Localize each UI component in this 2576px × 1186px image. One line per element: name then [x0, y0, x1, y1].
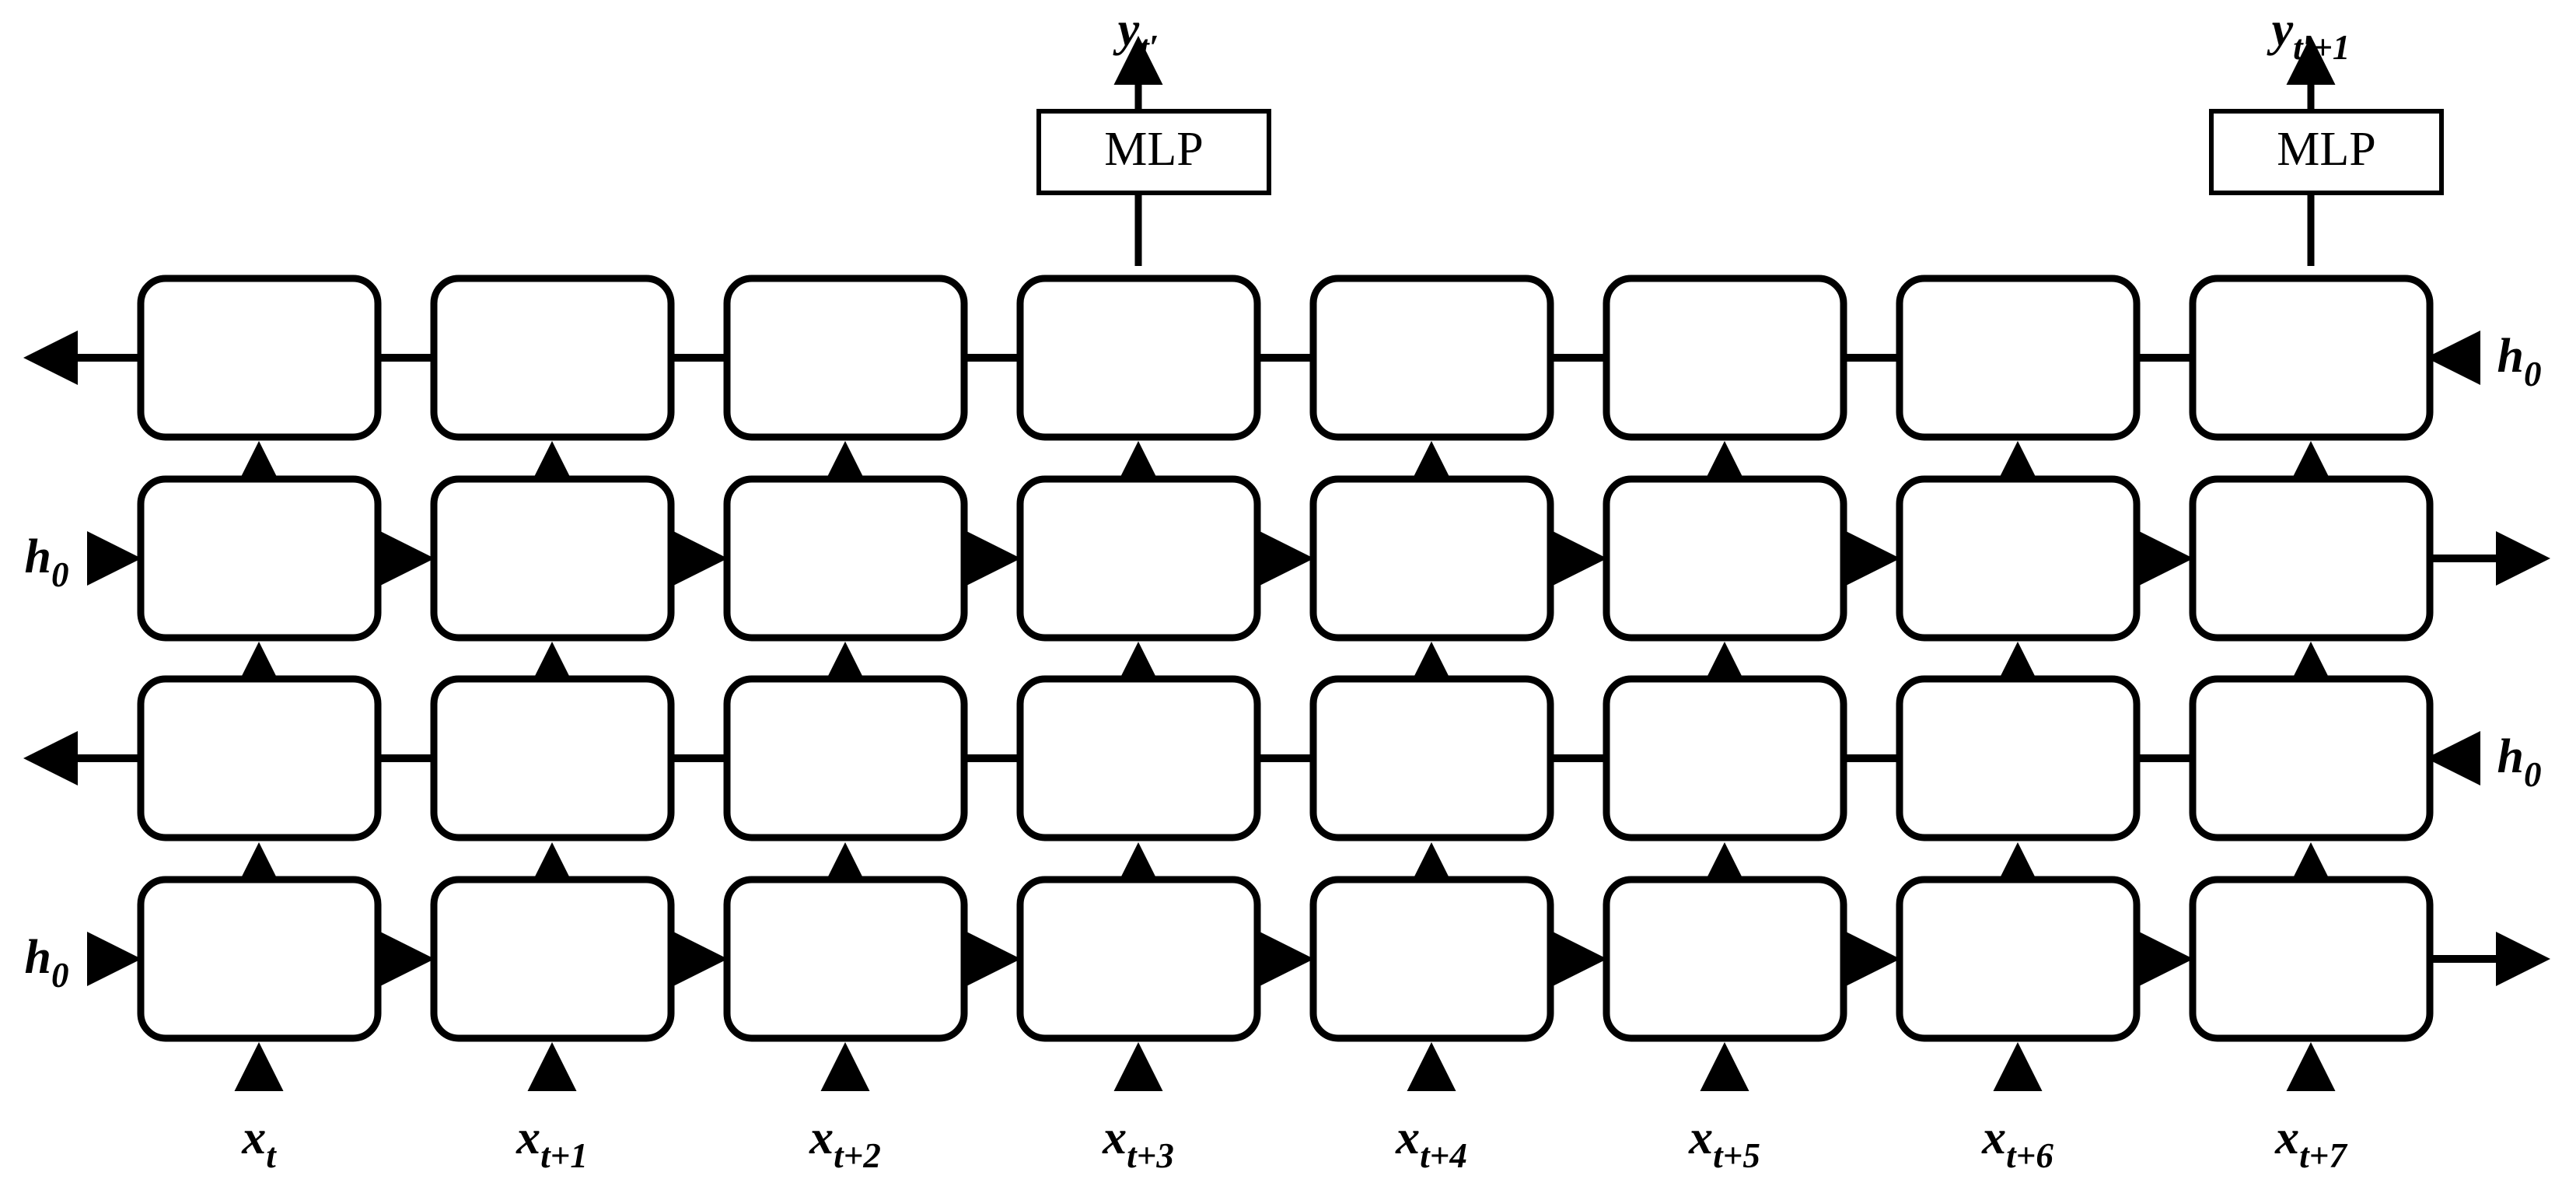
rnn-cell-l2b-c5[interactable] — [1309, 275, 1554, 441]
rnn-cell-l2b-c1[interactable] — [137, 275, 382, 441]
rnn-cell-l1f-c8[interactable] — [2189, 876, 2434, 1042]
rnn-cell-l2f-c4[interactable] — [1016, 475, 1261, 642]
mlp-box-1-label: MLP — [1104, 123, 1203, 176]
input-edges — [234, 1042, 2336, 1091]
input-labels: xt xt+1 xt+2 xt+3 xt+4 xt+5 xt+6 xt+7 — [241, 1111, 2347, 1175]
vertical-edges-l1b-to-l2f — [234, 642, 2336, 691]
input-label-c8: xt+7 — [2274, 1111, 2347, 1175]
vertical-edges-l2f-to-l2b — [234, 441, 2336, 490]
h0-label-layer2-backward: h0 — [2497, 330, 2542, 394]
h0-label-layer1-backward: h0 — [2497, 730, 2542, 794]
mlp-box-1[interactable] — [1036, 109, 1271, 195]
rnn-cell-l2b-c4[interactable] — [1016, 275, 1261, 441]
hidden-state-labels: h0 h0 h0 h0 — [25, 330, 2542, 995]
rnn-cell-l1b-c2[interactable] — [430, 675, 675, 841]
vertical-edges-l1f-to-l1b — [234, 842, 2336, 891]
rnn-cell-l2f-c8[interactable] — [2189, 475, 2434, 642]
rnn-cell-l2b-c3[interactable] — [723, 275, 968, 441]
h0-label-layer2-forward: h0 — [25, 530, 69, 594]
rnn-cell-l1f-c1[interactable] — [137, 876, 382, 1042]
rnn-cell-l2f-c3[interactable] — [723, 475, 968, 642]
rnn-cell-l1b-c6[interactable] — [1603, 675, 1847, 841]
input-label-c4: xt+3 — [1102, 1111, 1174, 1175]
input-label-c5: xt+4 — [1395, 1111, 1467, 1175]
mlp-box-2[interactable] — [2209, 109, 2444, 195]
rnn-cell-l2f-c1[interactable] — [137, 475, 382, 642]
input-label-c1: xt — [241, 1111, 277, 1175]
input-label-c2: xt+1 — [516, 1111, 588, 1175]
rnn-cell-l1b-c7[interactable] — [1896, 675, 2141, 841]
rnn-cell-l1f-c2[interactable] — [430, 876, 675, 1042]
rnn-cell-l2b-c7[interactable] — [1896, 275, 2141, 441]
rnn-cell-l2b-c2[interactable] — [430, 275, 675, 441]
rnn-cell-l1f-c7[interactable] — [1896, 876, 2141, 1042]
rnn-cell-l1f-c3[interactable] — [723, 876, 968, 1042]
input-label-c3: xt+2 — [809, 1111, 881, 1175]
rnn-cell-l2f-c6[interactable] — [1603, 475, 1847, 642]
rnn-cell-l2f-c2[interactable] — [430, 475, 675, 642]
layer-row-layer-1-forward — [87, 842, 2550, 1042]
layer-row-layer-1-backward — [23, 642, 2480, 841]
h0-label-layer1-forward: h0 — [25, 931, 69, 995]
rnn-cell-l1b-c3[interactable] — [723, 675, 968, 841]
mlp-box-2-label: MLP — [2277, 123, 2375, 176]
rnn-cell-l1f-c4[interactable] — [1016, 876, 1261, 1042]
rnn-cell-l1b-c8[interactable] — [2189, 675, 2434, 841]
rnn-cell-l1f-c6[interactable] — [1603, 876, 1847, 1042]
input-label-c7: xt+6 — [1981, 1111, 2053, 1175]
rnn-cell-l2b-c6[interactable] — [1603, 275, 1847, 441]
layer-row-layer-2-forward — [87, 441, 2550, 642]
output-head-2: MLP — [2209, 36, 2444, 266]
rnn-cell-l2b-c8[interactable] — [2189, 275, 2434, 441]
rnn-cell-l2f-c7[interactable] — [1896, 475, 2141, 642]
rnn-cell-l1f-c5[interactable] — [1309, 876, 1554, 1042]
output-label-y-2: yt′+1 — [2267, 3, 2351, 67]
rnn-cell-l1b-c5[interactable] — [1309, 675, 1554, 841]
layer-row-layer-2-backward — [23, 275, 2480, 441]
rnn-cell-l1b-c4[interactable] — [1016, 675, 1261, 841]
output-head-1: MLP — [1036, 36, 1271, 266]
output-labels: yt′ yt′+1 — [1113, 3, 2351, 67]
input-label-c6: xt+5 — [1688, 1111, 1760, 1175]
rnn-cell-l1b-c1[interactable] — [137, 675, 382, 841]
rnn-cell-l2f-c5[interactable] — [1309, 475, 1554, 642]
